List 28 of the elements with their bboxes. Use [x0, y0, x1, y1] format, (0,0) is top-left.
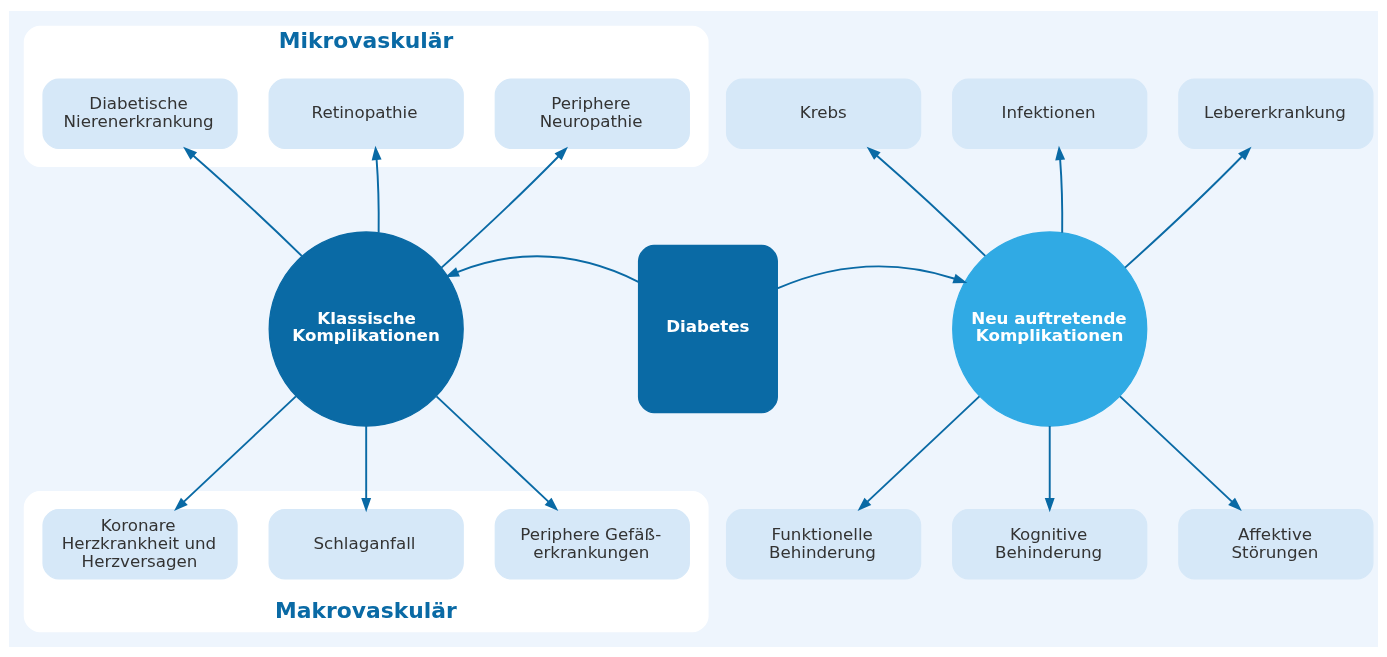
arrow	[371, 145, 382, 234]
node-box: Affektive Störungen	[1178, 508, 1374, 580]
node-box: Lebererkrankung	[1178, 77, 1374, 149]
arrow	[435, 394, 559, 511]
node-circle: Klassische Komplikationen	[268, 230, 464, 427]
node-box: Diabetes	[637, 244, 778, 413]
node-box: Periphere Neuropathie	[494, 77, 690, 149]
arrow	[1124, 146, 1252, 269]
arrow	[776, 264, 968, 289]
node-box: Diabetische Nierenerkrankung	[42, 77, 238, 149]
node-box: Periphere Gefäß- erkrankungen	[494, 508, 690, 580]
arrow	[444, 254, 640, 283]
arrow	[1055, 145, 1066, 234]
arrow	[1119, 394, 1242, 511]
arrow	[866, 146, 987, 257]
arrow	[174, 394, 297, 511]
node-box: Koronare Herzkrankheit und Herzversagen	[42, 508, 238, 580]
arrow	[183, 146, 303, 257]
arrow	[361, 424, 372, 512]
node-box: Funktionelle Behinderung	[725, 508, 922, 580]
node-box: Retinopathie	[268, 77, 464, 149]
arrow	[1044, 424, 1055, 512]
arrow	[440, 146, 568, 269]
node-box: Kognitive Behinderung	[952, 508, 1148, 580]
node-box: Schlaganfall	[268, 508, 464, 580]
arrow	[857, 394, 981, 511]
node-box: Infektionen	[952, 77, 1148, 149]
node-box: Krebs	[725, 77, 922, 149]
